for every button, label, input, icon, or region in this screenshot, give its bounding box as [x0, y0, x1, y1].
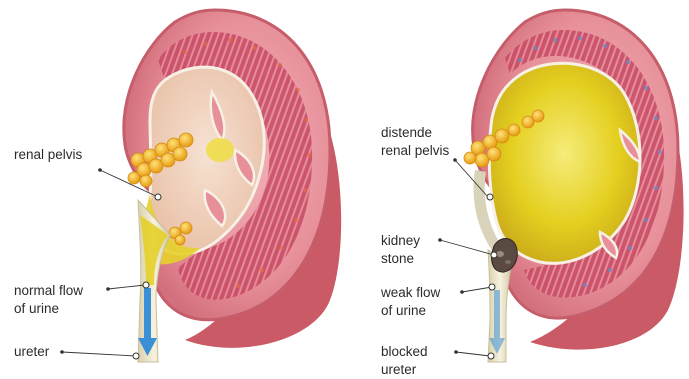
label-weak-flow: weak flow of urine [381, 284, 440, 320]
left-urine-pocket [206, 138, 234, 162]
label-distended-renal-pelvis: distende renal pelvis [381, 124, 449, 160]
label-blocked-ureter: blocked ureter [381, 343, 428, 379]
label-normal-flow-line1: normal flow [14, 282, 83, 300]
label-blocked-line1: blocked [381, 343, 428, 361]
right-kidney [464, 10, 684, 362]
label-ureter-text: ureter [14, 343, 49, 361]
label-weak-flow-line1: weak flow [381, 284, 440, 302]
label-kidney-stone-line2: stone [381, 250, 420, 268]
label-kidney-stone-line1: kidney [381, 232, 420, 250]
label-renal-pelvis-text: renal pelvis [14, 146, 82, 164]
label-renal-pelvis: renal pelvis [14, 146, 82, 164]
label-blocked-line2: ureter [381, 361, 428, 379]
label-weak-flow-line2: of urine [381, 302, 440, 320]
label-distended-line2: renal pelvis [381, 142, 449, 160]
label-distended-line1: distende [381, 124, 449, 142]
left-kidney [124, 10, 341, 362]
label-ureter: ureter [14, 343, 49, 361]
label-kidney-stone: kidney stone [381, 232, 420, 268]
label-normal-flow: normal flow of urine [14, 282, 83, 318]
label-normal-flow-line2: of urine [14, 300, 83, 318]
